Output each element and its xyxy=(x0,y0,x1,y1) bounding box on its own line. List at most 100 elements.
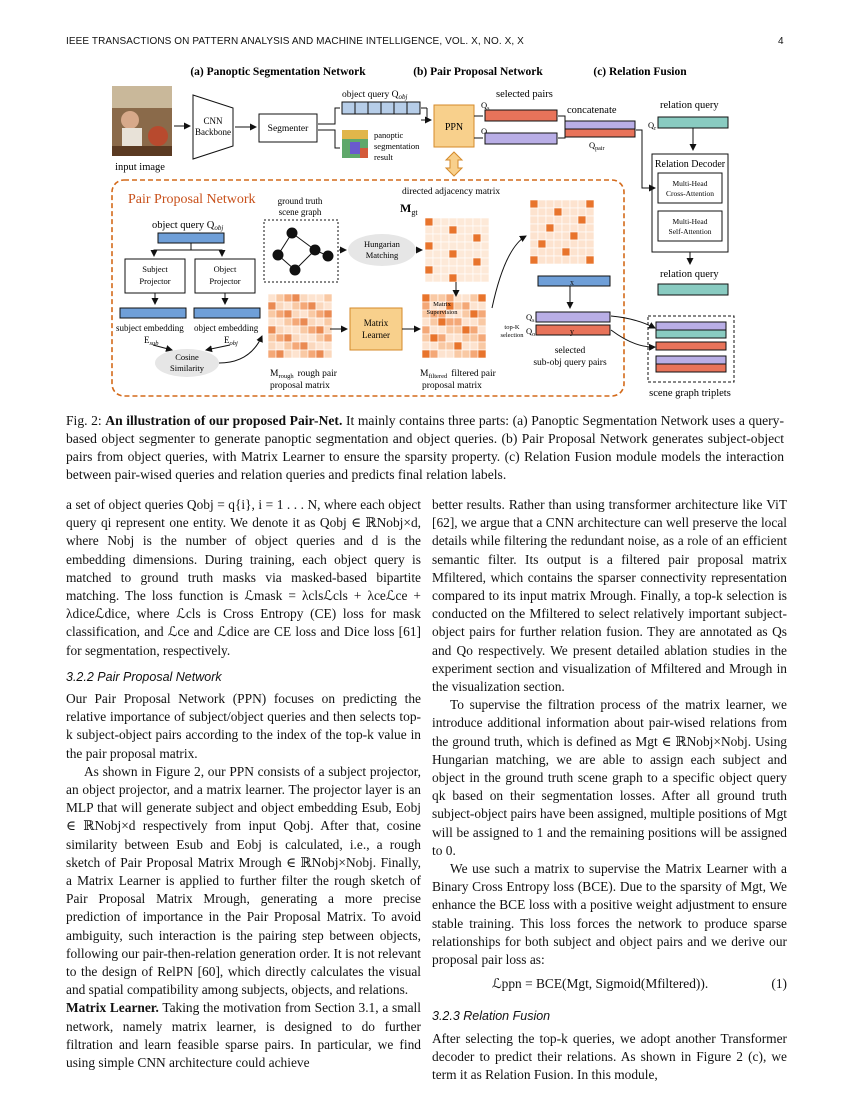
matrix-cell xyxy=(529,223,539,233)
svg-text:Hungarian: Hungarian xyxy=(364,239,401,249)
matrix-cell xyxy=(464,233,474,243)
matrix-cell xyxy=(545,247,555,257)
equation-1: ℒppn = BCE(Mgt, Sigmoid(Mfiltered)). (1) xyxy=(432,969,787,999)
matrix-cell xyxy=(424,257,434,267)
left-paragraph-4: Matrix Learner. Taking the motivation fr… xyxy=(66,1000,421,1071)
matrix-cell xyxy=(291,341,301,351)
matrix-cell xyxy=(315,341,325,351)
matrix-cell xyxy=(553,255,563,265)
matrix-cell xyxy=(472,217,482,227)
matrix-cell xyxy=(445,317,455,327)
matrix-cell xyxy=(448,233,458,243)
matrix-cell xyxy=(469,317,479,327)
matrix-cell xyxy=(424,225,434,235)
matrix-cell xyxy=(440,233,450,243)
matrix-cell xyxy=(477,349,487,359)
svg-text:Multi-Head: Multi-Head xyxy=(673,179,708,188)
matrix-cell xyxy=(585,239,595,249)
matrix-cell xyxy=(577,215,587,225)
matrix-cell xyxy=(537,207,547,217)
matrix-cell xyxy=(424,273,434,283)
svg-text:Segmenter: Segmenter xyxy=(268,124,309,134)
matrix-cell xyxy=(577,199,587,209)
svg-text:scene graph: scene graph xyxy=(279,207,322,217)
svg-text:proposal matrix: proposal matrix xyxy=(422,381,482,391)
svg-text:Object: Object xyxy=(214,264,237,274)
selected-subject-vector xyxy=(484,109,558,122)
matrix-cell xyxy=(480,225,490,235)
matrix-cell xyxy=(529,207,539,217)
svg-text:Matching: Matching xyxy=(366,250,399,260)
matrix-cell xyxy=(283,341,293,351)
matrix-cell xyxy=(480,233,490,243)
matrix-cell xyxy=(461,301,471,311)
page-number: 4 xyxy=(778,36,784,47)
matrix-cell xyxy=(453,317,463,327)
matrix-cell xyxy=(275,293,285,303)
svg-text:Cosine: Cosine xyxy=(175,352,199,362)
matrix-cell xyxy=(472,249,482,259)
svg-text:selected pairs: selected pairs xyxy=(496,89,553,100)
section-heading-3-2-3: 3.2.3 Relation Fusion xyxy=(432,1009,551,1024)
svg-text:sub-obj query pairs: sub-obj query pairs xyxy=(533,358,607,368)
segmenter-block xyxy=(258,113,318,143)
svg-text:Mgt: Mgt xyxy=(400,201,418,217)
matrix-cell xyxy=(315,317,325,327)
matrix-cell xyxy=(307,293,317,303)
matrix-cell xyxy=(421,341,431,351)
matrix-cell xyxy=(456,265,466,275)
matrix-cell xyxy=(307,317,317,327)
matrix-cell xyxy=(437,349,447,359)
matrix-cell xyxy=(299,325,309,335)
matrix-cell xyxy=(299,317,309,327)
svg-text:panoptic: panoptic xyxy=(374,130,403,140)
matrix-cell xyxy=(429,341,439,351)
matrix-cell xyxy=(469,349,479,359)
figure-caption: Fig. 2: An illustration of our proposed … xyxy=(66,412,784,484)
svg-text:Pair Proposal Network: Pair Proposal Network xyxy=(128,192,256,207)
matrix-cell xyxy=(448,249,458,259)
rough-pair-proposal-matrix xyxy=(267,293,333,359)
matrix-cell xyxy=(283,349,293,359)
svg-text:Multi-Head: Multi-Head xyxy=(673,217,708,226)
matrix-cell xyxy=(545,215,555,225)
selected-qo-vector xyxy=(535,324,611,336)
matrix-cell xyxy=(299,309,309,319)
object-query-vector xyxy=(341,101,421,115)
matrix-cell xyxy=(323,317,333,327)
selected-object-vector xyxy=(484,132,558,145)
matrix-cell xyxy=(283,317,293,327)
matrix-cell xyxy=(577,231,587,241)
ppn-block xyxy=(433,104,475,148)
matrix-cell xyxy=(537,223,547,233)
matrix-cell xyxy=(469,333,479,343)
matrix-cell xyxy=(456,217,466,227)
svg-text:object embedding: object embedding xyxy=(194,323,259,333)
matrix-cell xyxy=(529,231,539,241)
matrix-cell xyxy=(472,241,482,251)
matrix-cell xyxy=(267,333,277,343)
svg-text:Projector: Projector xyxy=(139,276,170,286)
matrix-cell xyxy=(424,249,434,259)
matrix-cell xyxy=(464,217,474,227)
matrix-cell xyxy=(267,293,277,303)
matrix-cell xyxy=(569,215,579,225)
matrix-cell xyxy=(577,239,587,249)
matrix-cell xyxy=(432,241,442,251)
svg-text:Backbone: Backbone xyxy=(195,127,231,137)
svg-text:Esub: Esub xyxy=(144,335,159,347)
matrix-cell xyxy=(323,293,333,303)
matrix-cell xyxy=(323,341,333,351)
matrix-cell xyxy=(315,293,325,303)
matrix-cell xyxy=(585,255,595,265)
matrix-cell xyxy=(283,293,293,303)
matrix-cell xyxy=(307,325,317,335)
input-image-thumbnail xyxy=(112,86,172,156)
matrix-cell xyxy=(569,255,579,265)
matrix-cell xyxy=(461,341,471,351)
svg-text:segmentation: segmentation xyxy=(374,141,420,151)
matrix-cell xyxy=(464,241,474,251)
matrix-cell xyxy=(429,349,439,359)
matrix-cell xyxy=(461,349,471,359)
matrix-cell xyxy=(477,301,487,311)
